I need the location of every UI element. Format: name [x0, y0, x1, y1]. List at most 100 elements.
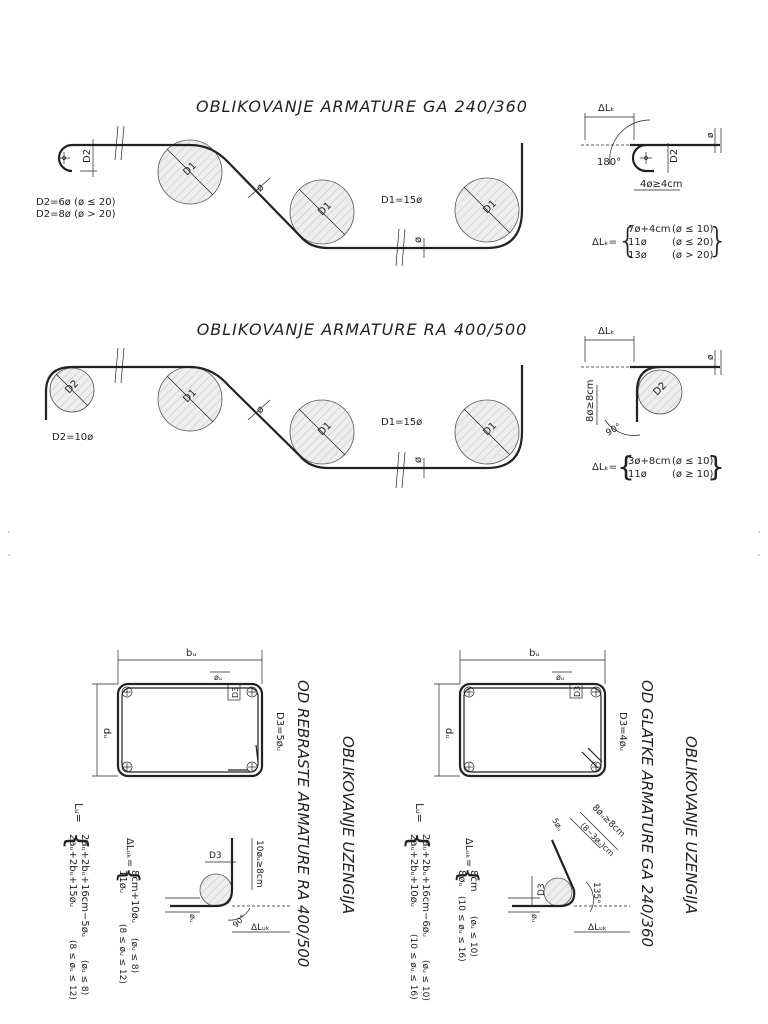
stirrup-ga-dlu-row-1-value: 8cm [468, 870, 479, 892]
ra-dlk-row-2-cond: (ø ≥ 10) [672, 469, 713, 480]
ga-d2-dim-label: D2 [82, 149, 93, 163]
stirrup-ga-lu-row-2-value: 2aᵤ+2bᵤ+10øᵤ [408, 834, 419, 907]
ra-break-marks [114, 347, 406, 489]
stirrup-ra-dlu-eq: ΔLᵤₖ= [124, 838, 135, 867]
ga-dlk-brace-right: } [707, 221, 729, 261]
ga-hook-dlk-label: ΔLₖ [598, 103, 615, 114]
stirrup-ga-hook-mandrel [543, 877, 573, 907]
stirrup-ra-dlu-row-2-value: 11øᵤ [117, 870, 128, 893]
ga-hook-detail: ΔLₖ 180° D2 4ø≥4cm ø ΔLₖ= { } 7ø+4cm (ø … [581, 103, 729, 261]
ra-hook-angle: 90° [605, 422, 624, 439]
ga-hook-angle: 180° [597, 157, 621, 168]
ga-hook-ext-label: 4ø≥4cm [640, 179, 682, 190]
stirrup-ra-hook-phiu: øᵤ [188, 914, 197, 922]
stirrup-ga-group: bᵤ dᵤ øᵤ D3 D3=4øᵤ OD GLATKE ARMATURE GA… [402, 648, 700, 1001]
stirrup-ga-title-2: OD GLATKE ARMATURE GA 240/360 [638, 680, 656, 947]
stirrup-ra-dlu-row-2-cond: (8 ≤ øᵤ ≤ 12) [117, 924, 127, 984]
ga-break-marks [114, 125, 406, 267]
ra-hook-detail: ΔLₖ 8ø≥8cm 90° D2 ø ΔLₖ= { } 3ø+8cm (ø ≤… [581, 326, 725, 483]
stirrup-ra-lu-eq: Lᵤ= [72, 803, 85, 823]
stirrup-ga-lu-row-2-cond: (10 ≤ øᵤ ≤ 16) [408, 934, 418, 1000]
ga-dlk-row-2-cond: (ø ≤ 20) [672, 237, 713, 248]
ga-dlk-row-3-cond: (ø > 20) [672, 250, 713, 261]
stirrup-ra-lu-row-2-value: 2aᵤ+2bᵤ+15øᵤ [67, 834, 78, 907]
stirrup-ra-lu-row-2-cond: (8 ≤ øᵤ ≤ 12) [67, 940, 77, 1000]
ga-d2-rule-2: D2=8ø (ø > 20) [36, 209, 116, 220]
ga-dlk-brace-left: { [617, 221, 639, 261]
stirrup-ra-d3-rule: D3=5øᵤ [274, 712, 285, 751]
ra-phi-bottom: ø [413, 457, 424, 463]
stirrup-ga-d3-tag: D3 [573, 686, 582, 697]
stirrup-ra-title-2: OD REBRASTE ARMATURE RA 400/500 [294, 680, 312, 967]
sheet-marks [8, 531, 760, 556]
stirrup-ga-phiu: øᵤ [556, 673, 564, 682]
ra-dlk-eq: ΔLₖ= [592, 462, 617, 473]
ra-hook-dlk-label: ΔLₖ [598, 326, 615, 337]
stirrup-ra-title-1: OBLIKOVANJE UZENGIJA [339, 736, 357, 914]
stirrup-ga-lu-row-1-cond: (øᵤ ≤ 10) [420, 960, 430, 1001]
stirrup-ra-bu: bᵤ [186, 648, 196, 659]
stirrup-ra-lu-brace-l: { [61, 832, 94, 850]
stirrup-ga-dlu-row-1-cond: (øᵤ ≤ 10) [468, 916, 478, 957]
stirrup-ga-outer [458, 682, 607, 778]
stirrup-ra-hook-dlu: ΔLᵤₖ [251, 923, 270, 933]
ra-hook-ext-label: 8ø≥8cm [585, 380, 596, 422]
stirrup-ra-dlu-row-1-value: 8cm+10øᵤ [129, 870, 140, 923]
ra-dlk-row-2-value: 11ø [628, 469, 647, 480]
title-ra: OBLIKOVANJE ARMATURE RA 400/500 [197, 320, 528, 339]
stirrup-ga-hook-phiu: øᵤ [530, 914, 539, 922]
ga-rebar [57, 143, 524, 250]
ga-dlk-row-1-cond: (ø ≤ 10) [672, 224, 713, 235]
stirrup-ga-du: dᵤ [443, 728, 454, 738]
stirrup-ga-hook-ext-2: 5øᵤ [550, 817, 564, 833]
stirrup-ra-hook-ext: 10øᵤ≥8cm [254, 840, 264, 888]
stirrup-ga-hook-angle: 135° [591, 882, 601, 904]
stirrup-ra-dlu-brace-l: { [114, 867, 144, 884]
stirrup-ra-lu-row-1-value: 2aᵤ+2bᵤ+16cm−5øᵤ [79, 834, 90, 937]
stirrup-ga-bu: bᵤ [529, 648, 539, 659]
ra-dlk-row-1-cond: (ø ≤ 10) [672, 456, 713, 467]
stirrup-ga-dlu-brace-l: { [453, 867, 483, 884]
stirrup-ra-lu-row-1-cond: (øᵤ ≤ 8) [79, 960, 89, 995]
stirrup-ga-lu-brace-l: { [402, 832, 435, 850]
ga-dlk-row-3-value: 13ø [628, 250, 647, 261]
stirrup-ga-hook-d3: D3 [537, 883, 547, 896]
ga-d1-rule: D1=15ø [381, 195, 422, 206]
stirrup-ra-group: bᵤ dᵤ øᵤ D3 D3=5øᵤ OD REBRASTE ARMATURE … [61, 648, 357, 1000]
stirrup-ga-hook-dlu: ΔLᵤₖ [588, 923, 607, 933]
ga-dlk-eq: ΔLₖ= [592, 237, 617, 248]
stirrup-ra-dlu-row-1-cond: (øᵤ ≤ 8) [129, 938, 139, 973]
ga-hook-d2-label: D2 [669, 149, 680, 163]
ra-rebar [44, 365, 524, 470]
ga-dlk-row-2-value: 11ø [628, 237, 647, 248]
stirrup-ra-phiu: øᵤ [214, 673, 222, 682]
ga-phi-bottom: ø [413, 237, 424, 243]
stirrup-ga-title-1: OBLIKOVANJE UZENGIJA [682, 736, 700, 914]
stirrup-ra-hook-angle: 90° [231, 913, 247, 929]
ra-dlk-brace-left: { [617, 450, 635, 483]
stirrup-ga-d3-rule: D3=4øᵤ [617, 712, 628, 751]
ga-d2-rule-1: D2=6ø (ø ≤ 20) [36, 197, 116, 208]
title-ga: OBLIKOVANJE ARMATURE GA 240/360 [196, 97, 528, 116]
ra-bent-bar-drawing: D2 D1 D1 D1 ø ø D2=10ø D1=15ø [44, 347, 524, 489]
stirrup-ga-corner-bars [463, 686, 602, 773]
ra-d1-rule: D1=15ø [381, 417, 422, 428]
stirrup-ra-du: dᵤ [101, 728, 112, 738]
stirrup-ra-outer [116, 682, 264, 778]
stirrup-ga-inner [463, 687, 602, 773]
ra-dlk-brace-right: } [707, 450, 725, 483]
stirrup-ga-lu-eq: Lᵤ= [413, 803, 426, 823]
stirrup-ga-dlu-row-2-value: 8øᵤ [456, 870, 467, 887]
ra-d2-rule: D2=10ø [52, 432, 93, 443]
ra-dlk-row-1-value: 3ø+8cm [628, 456, 670, 467]
stirrup-ra-hook-d3: D3 [209, 851, 222, 861]
stirrup-ra-corner-bars [121, 686, 258, 773]
stirrup-ga-dlu-row-2-cond: (10 ≤ øᵤ ≤ 16) [456, 896, 466, 962]
ga-hook-phi: ø [706, 132, 716, 138]
stirrup-ra-d3-tag: D3 [231, 687, 240, 698]
ga-dlk-row-1-value: 7ø+4cm [628, 224, 670, 235]
stirrup-ra-inner [121, 687, 259, 773]
stirrup-ga-lu-row-1-value: 2aᵤ+2bᵤ+16cm−6øᵤ [420, 834, 431, 937]
ga-bent-bar-drawing: D2 D1 D1 D1 ø ø D2=6ø (ø ≤ 20) D2=8ø (ø … [36, 125, 524, 267]
